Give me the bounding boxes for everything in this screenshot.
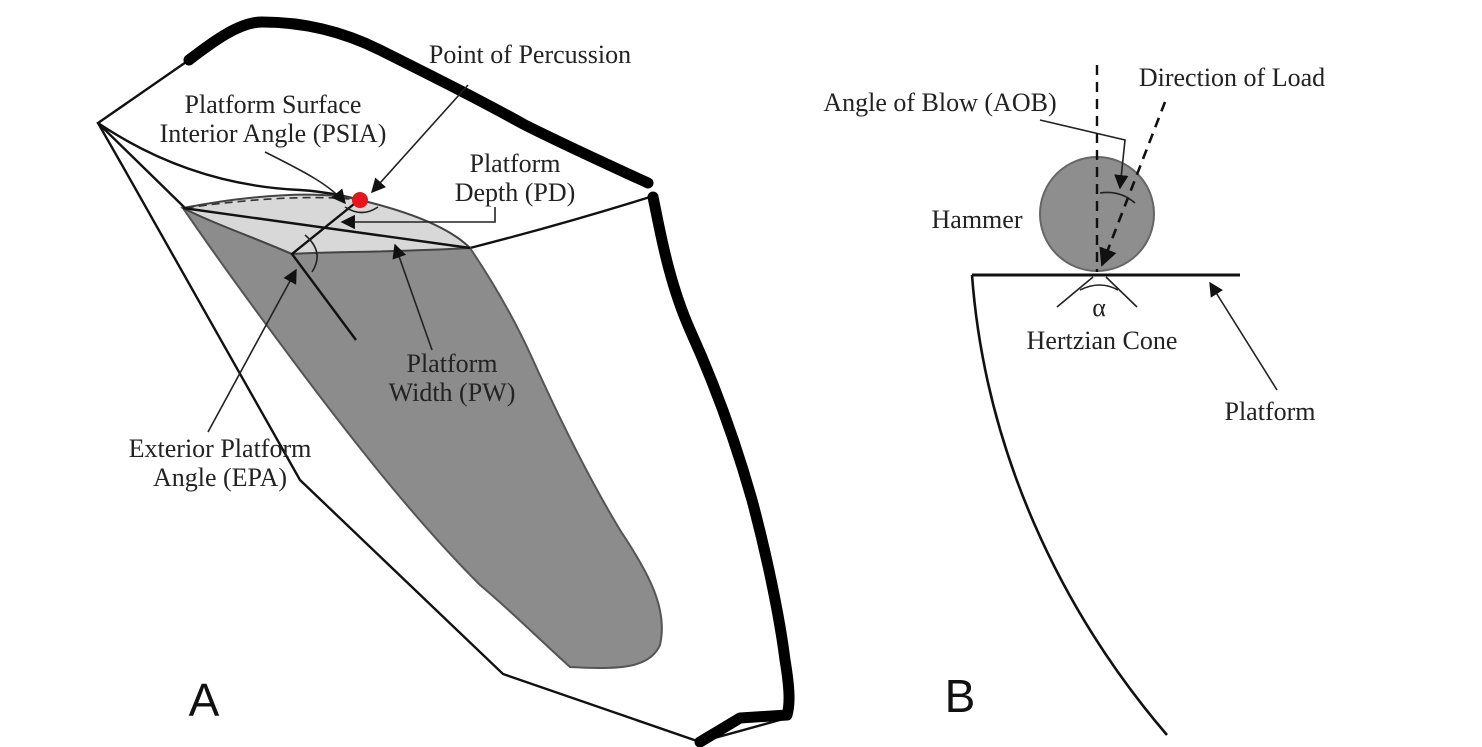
panel-a-letter: A [189,674,220,726]
pw-arrow [392,243,433,351]
hertzian-cone-arc [1079,284,1119,291]
flake-profile-curve [970,274,1168,736]
pw-label-line2: Width (PW) [389,378,516,407]
platform-depth-line [290,199,360,341]
psia-angle-arc [344,206,379,214]
angle-of-blow-label: Angle of Blow (AOB) [823,88,1056,117]
pd-label-line1: Platform [470,149,561,178]
cortex-edge [183,16,795,747]
psia-arrow [264,151,346,205]
point-of-percussion-label: Point of Percussion [429,40,631,69]
point-of-percussion-marker [352,192,368,208]
epa-arrow [207,268,297,433]
hertzian-cone-left [1056,276,1094,308]
hertzian-cone-right [1105,276,1138,308]
epa-label-line1: Exterior Platform [129,434,312,463]
psia-label-line2: Interior Angle (PSIA) [160,119,387,148]
aob-leader-arrow [1039,119,1129,190]
platform-leader-arrow [1209,281,1278,391]
aob-angle-arc [1099,191,1136,204]
psia-label-line1: Platform Surface [185,90,362,119]
direction-of-load-label: Direction of Load [1139,63,1325,92]
epa-label-line2: Angle (EPA) [153,463,287,492]
panel-b: Angle of Blow (AOB) Direction of Load Ha… [823,63,1325,736]
platform-width-line [182,206,471,250]
pd-label-line2: Depth (PD) [455,178,576,207]
pw-label-line1: Platform [407,349,498,378]
platform-dashed-line [185,196,360,209]
epa-angle-arc [304,234,318,273]
pd-arrow [340,207,496,230]
ventral-surface [180,206,663,670]
panel-a: Point of Percussion Platform Surface Int… [96,16,795,747]
platform-label: Platform [1225,397,1316,426]
hammer-label: Hammer [932,205,1023,234]
alpha-label: α [1092,293,1106,322]
panel-b-letter: B [945,670,976,722]
hertzian-cone-label: Hertzian Cone [1027,326,1178,355]
pop-arrow [371,84,469,194]
direction-of-load-arrow [1099,101,1167,267]
